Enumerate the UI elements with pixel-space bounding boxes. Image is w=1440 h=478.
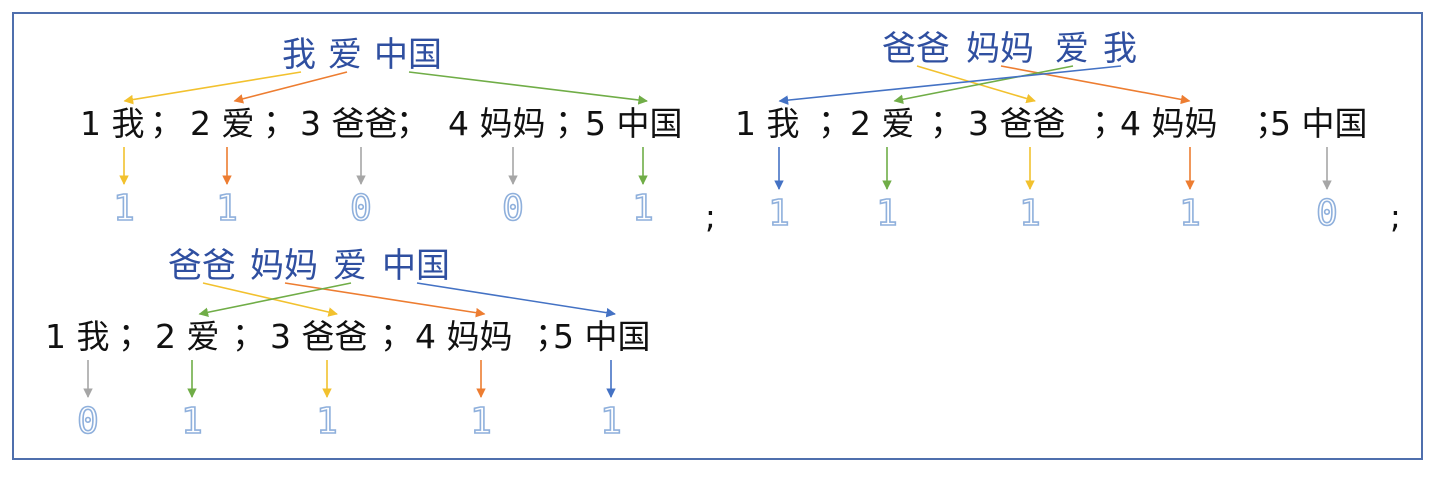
sentence-token: 爱 (328, 35, 362, 75)
vocab-item: 5 中国 (585, 104, 683, 143)
vocab-item: 1 我 (80, 104, 145, 143)
sentence-token: 爸爸 (168, 246, 236, 286)
vocab-item: 3 爸爸 (300, 104, 398, 143)
vocab-item: 3 爸爸 (270, 317, 368, 356)
sentence-token: 中国 (374, 35, 442, 75)
vector-bit: 1 (600, 401, 622, 442)
vocab-item: 2 爱 (850, 104, 915, 143)
mapping-arrow (408, 71, 648, 105)
example-separator: ; (1390, 198, 1401, 236)
mapping-arrow (1000, 65, 1191, 105)
vector-bit: 1 (216, 188, 238, 229)
sentence-token: 妈妈 (250, 246, 318, 286)
vocab-separator: ； (1255, 102, 1288, 141)
vocab-separator: ； (263, 102, 296, 141)
vocab-item: 5 中国 (1270, 104, 1368, 143)
sentence-token: 爱 (333, 246, 367, 286)
vector-bit: 0 (1316, 193, 1338, 234)
vocab-item: 2 爱 (155, 317, 220, 356)
mapping-arrow (123, 71, 302, 105)
vocab-item: 4 妈妈 (415, 317, 513, 356)
vector-bit: 1 (316, 401, 338, 442)
vector-bit: 1 (1179, 193, 1201, 234)
example-separator: ; (705, 198, 716, 236)
mapping-arrow (916, 65, 1036, 104)
vocab-separator: ； (118, 315, 151, 354)
vector-bit: 1 (470, 401, 492, 442)
vector-bit: 1 (181, 401, 203, 442)
sentence-token: 我 (282, 35, 316, 75)
vector-bit: 1 (113, 188, 135, 229)
vocab-separator: ； (396, 102, 429, 141)
mapping-arrow (202, 282, 338, 317)
vocab-separator: ； (232, 315, 265, 354)
sentence-token: 妈妈 (966, 29, 1034, 69)
vocab-item: 1 我 (45, 317, 110, 356)
vector-bit: 1 (768, 193, 790, 234)
sentence-token: 爸爸 (882, 29, 950, 69)
diagram-border (12, 12, 1423, 460)
sentence-token: 中国 (382, 246, 450, 286)
mapping-arrow (778, 65, 1122, 105)
vocab-item: 5 中国 (553, 317, 651, 356)
vocab-separator: ； (1092, 102, 1125, 141)
vocab-item: 2 爱 (190, 104, 255, 143)
mapping-arrow (893, 65, 1074, 105)
vector-bit: 0 (350, 188, 372, 229)
vocab-separator: ； (818, 102, 851, 141)
vector-bit: 0 (502, 188, 524, 229)
vocab-separator: ； (150, 102, 183, 141)
vocab-separator: ； (380, 315, 413, 354)
vector-bit: 1 (876, 193, 898, 234)
sentence-token: 爱 (1055, 29, 1089, 69)
vector-bit: 1 (1019, 193, 1041, 234)
vocab-item: 4 妈妈 (448, 104, 546, 143)
vocab-separator: ； (535, 315, 568, 354)
mapping-arrow (284, 282, 486, 318)
vocab-separator: ； (555, 102, 588, 141)
vocab-item: 1 我 (735, 104, 800, 143)
vocab-item: 3 爸爸 (968, 104, 1066, 143)
sentence-token: 我 (1103, 29, 1137, 69)
mapping-arrow (233, 71, 348, 104)
vector-bit: 0 (77, 401, 99, 442)
vocab-separator: ； (930, 102, 963, 141)
vocab-item: 4 妈妈 (1120, 104, 1218, 143)
mapping-arrow (416, 282, 616, 318)
vector-bit: 1 (632, 188, 654, 229)
mapping-arrow (198, 282, 352, 317)
